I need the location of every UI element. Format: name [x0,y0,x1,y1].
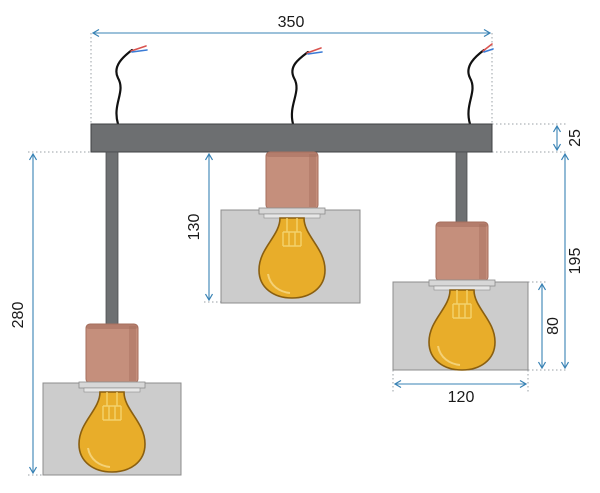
bulb-filament [452,290,472,319]
lamp-socket-icon [265,151,319,210]
bulb-filament [282,218,302,247]
power-cable-icon [467,43,494,126]
right-rod [455,151,468,223]
bulb-glass [78,391,146,473]
right-drop-label: 195 [567,248,584,275]
edison-bulb-icon [258,217,326,299]
lamp-socket-icon [435,221,489,282]
left-drop-label: 280 [10,302,27,329]
bulb-filament [102,392,122,421]
socket-collar [78,381,146,389]
left-lamp [42,323,182,476]
edison-bulb-icon [428,289,496,371]
ceiling-bar [90,123,493,153]
bulb-glass [428,289,496,371]
socket-top [86,324,138,329]
socket-shade [129,326,136,381]
middle-lamp [220,151,361,304]
power-cable-icon [290,47,323,126]
bulb-highlight [87,447,111,468]
socket-collar [428,279,496,287]
shade-height-label: 80 [545,317,562,335]
shade-width-label: 120 [448,389,475,406]
bulb-highlight [267,273,291,294]
bulb-glass [258,217,326,299]
socket-shade [479,224,486,279]
socket-collar [258,207,326,215]
lamp-socket-icon [85,323,139,384]
socket-top [436,222,488,227]
left-rod [105,151,119,325]
power-cable-icon [115,45,148,126]
power-cables [115,43,494,126]
socket-shade [309,154,316,207]
right-lamp [392,221,529,371]
dimension-lines [33,33,565,473]
bulb-highlight [437,345,461,366]
width-label: 350 [278,14,305,31]
edison-bulb-icon [78,391,146,473]
socket-top [266,152,318,157]
bar-height-label: 25 [567,129,584,147]
middle-drop-label: 130 [186,214,203,241]
